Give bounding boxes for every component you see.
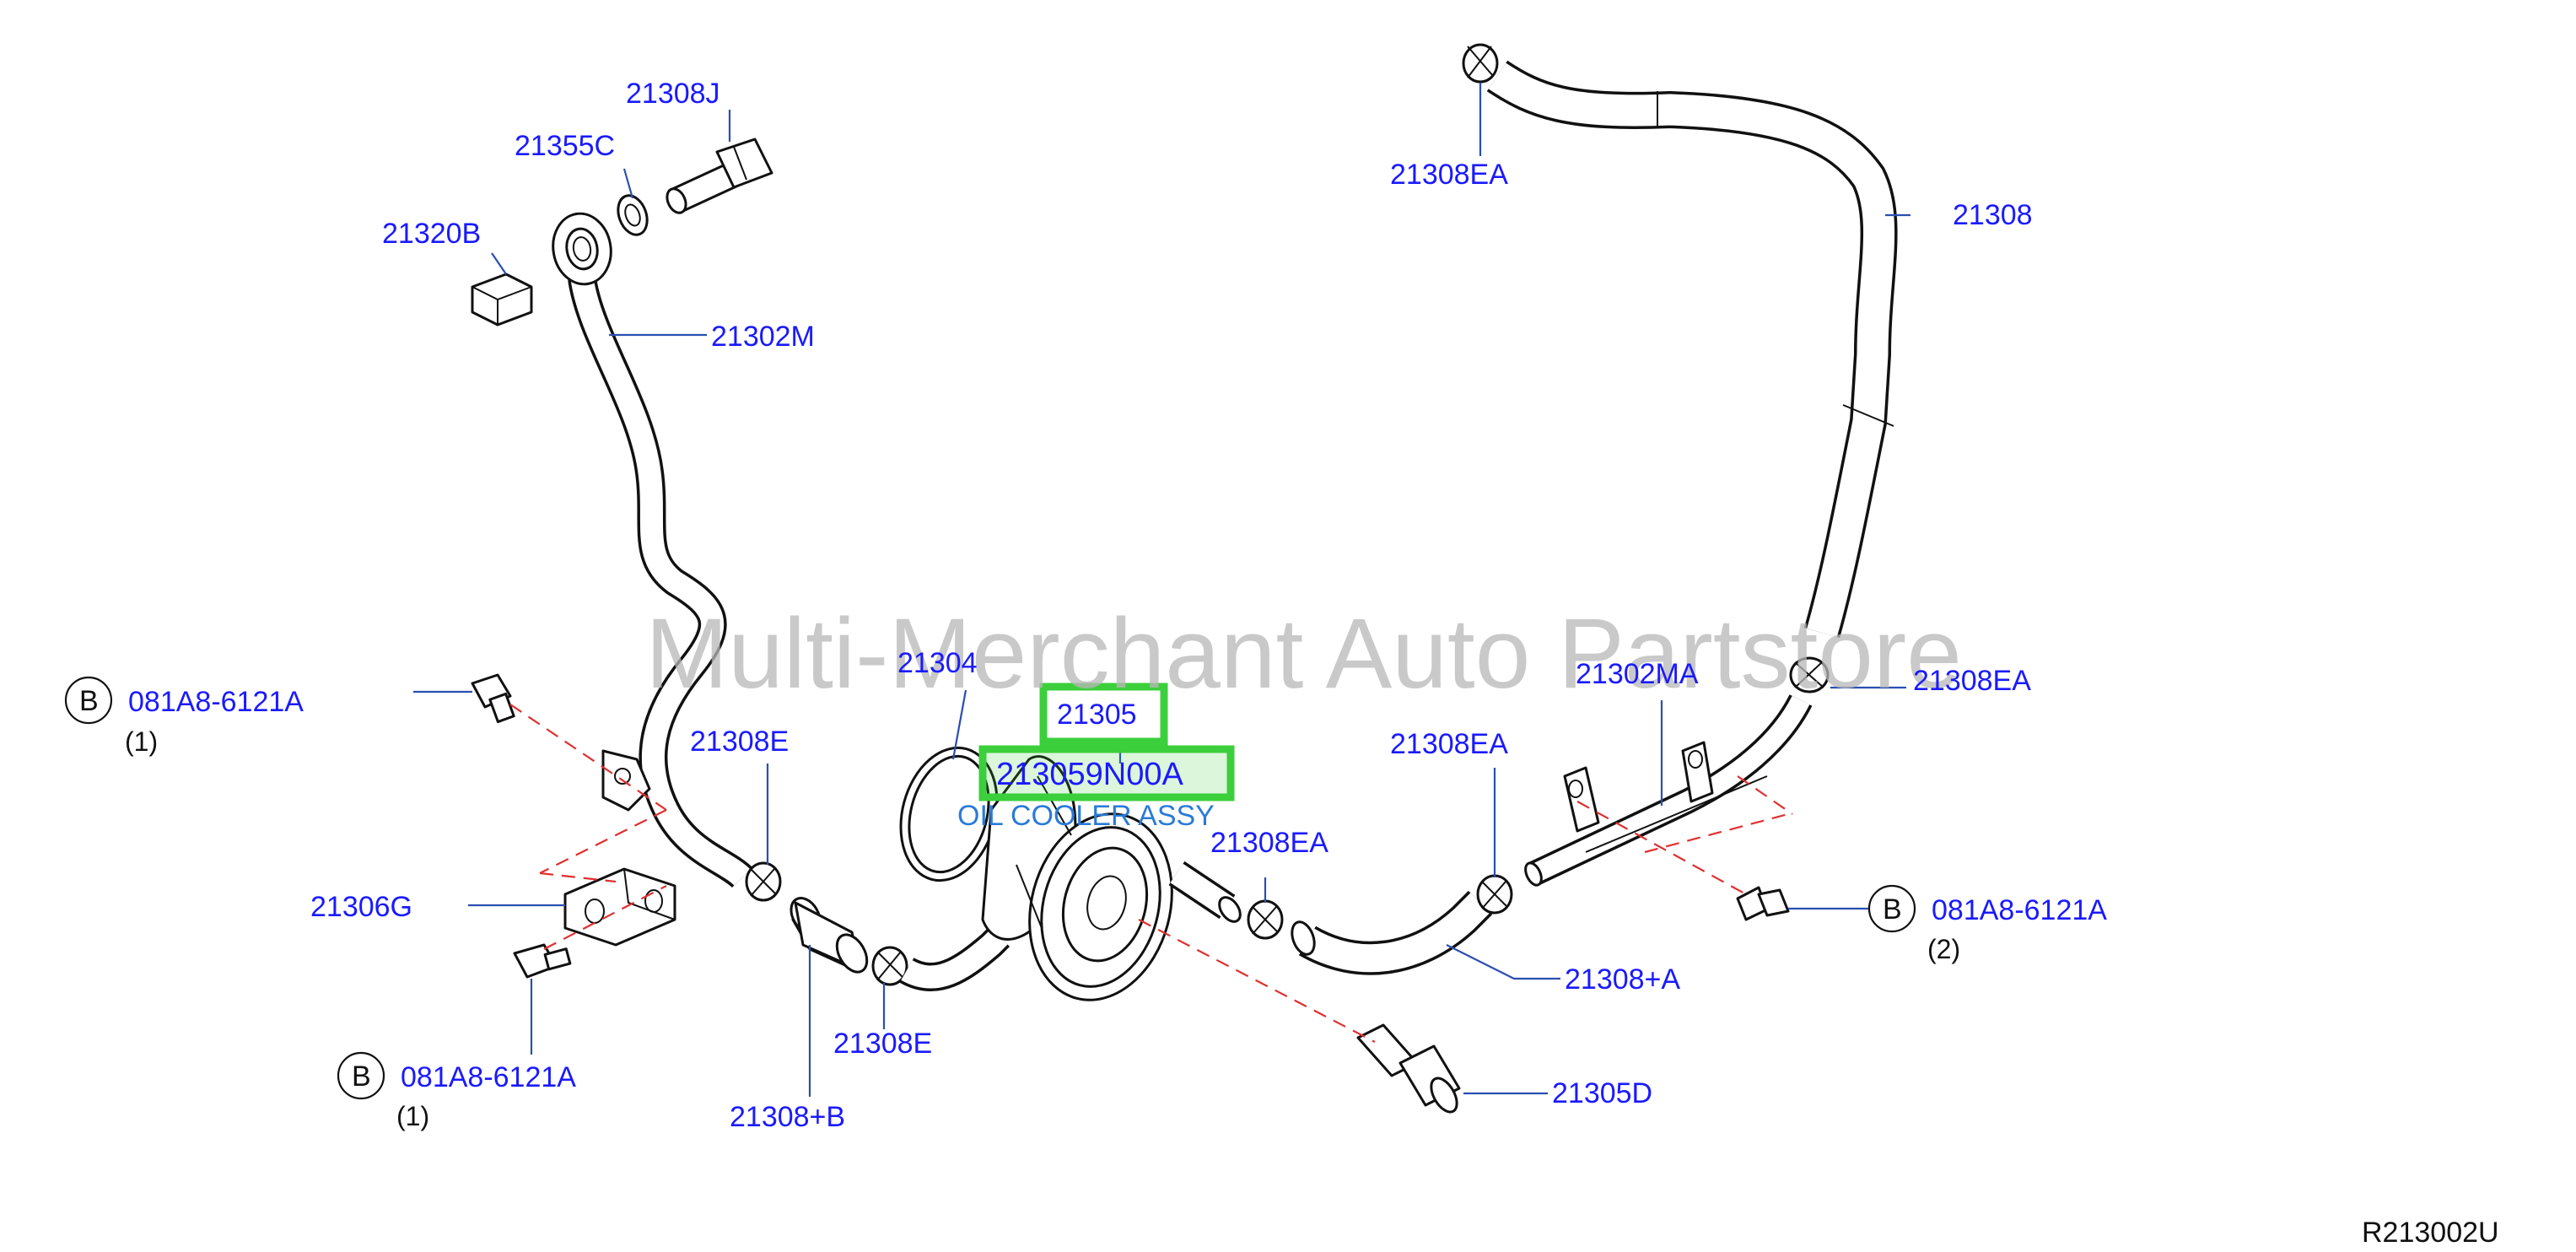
bolt-ref-left-lower[interactable]: B 081A8-6121A (1) [337,1051,576,1131]
callout-21302MA[interactable]: 21302MA [1576,658,1699,690]
oil-cooler-21305[interactable] [981,755,1244,1017]
bracket-21306G[interactable] [563,867,676,947]
bolt-ref-marker-circle [337,1051,385,1100]
washer-21355C[interactable] [613,192,652,239]
bolt-right[interactable] [1736,886,1790,921]
o-ring-21304[interactable] [887,737,1011,891]
callout-21320B[interactable]: 21320B [382,218,481,250]
callout-21302M[interactable]: 21302M [711,321,815,353]
callout-21308E-left[interactable]: 21308E [690,726,789,758]
bolt-ref-qty: (2) [1927,934,1960,964]
clamp-21308EA-top[interactable] [1462,43,1499,84]
highlight-box-part-number [978,745,1235,801]
callout-21304[interactable]: 21304 [897,647,978,679]
bolt-ref-part: 081A8-6121A [1932,894,2107,926]
callout-part-description: OIL COOLER ASSY [957,800,1215,832]
watermark: Multi-Merchant Auto Partstore [645,598,1962,710]
clamp-21308E-bottom[interactable] [871,946,908,986]
hose-21308[interactable] [1486,60,1898,639]
leader-lines [413,83,1910,1097]
bolt-ref-marker-circle [64,676,113,725]
callout-21308plusA[interactable]: 21308+A [1565,963,1680,996]
callout-part-number[interactable]: 213059N00A [996,757,1184,792]
fitting-21305D[interactable] [1356,1023,1462,1116]
bolt-ref-marker: B [352,1060,371,1093]
callout-21306G[interactable]: 21306G [310,891,412,923]
bolt-ref-left-upper[interactable]: B 081A8-6121A (1) [64,676,304,757]
bolt-ref-qty: (1) [125,726,158,757]
bolt-left-lower[interactable] [513,943,572,979]
cooler-outlet-elbow[interactable] [899,926,1010,991]
clamp-21308EA-hose[interactable] [1476,874,1513,915]
bolt-left-upper[interactable] [471,673,515,724]
callout-21308plusB[interactable]: 21308+B [730,1101,845,1133]
callout-21308[interactable]: 21308 [1953,199,2033,231]
connector-21308J[interactable] [664,138,773,216]
callout-21308EA-top[interactable]: 21308EA [1390,159,1508,191]
hose-21308plusB[interactable] [785,893,873,977]
highlight-box-21305 [1039,683,1168,746]
dashed-reference-lines [509,704,1793,1043]
bolt-ref-marker: B [1883,893,1902,926]
bolt-ref-marker: B [79,685,99,717]
hose-21308plusA[interactable] [1288,890,1493,975]
callout-21308EA-mid[interactable]: 21308EA [1390,728,1508,760]
clamp-21308EA-right[interactable] [1789,656,1830,693]
callout-21308E-bottom[interactable]: 21308E [833,1028,932,1060]
callout-21308J[interactable]: 21308J [626,78,720,110]
diagram-code: R213002U [2362,1217,2499,1249]
bolt-ref-part: 081A8-6121A [401,1061,576,1093]
bolt-ref-qty: (1) [396,1101,429,1131]
callout-21355C[interactable]: 21355C [515,130,615,162]
bolt-ref-part: 081A8-6121A [128,686,304,718]
callout-21305[interactable]: 21305 [1057,699,1137,731]
clamp-21308EA-cooler[interactable] [1247,899,1284,940]
clamp-21308E-left[interactable] [745,861,782,902]
bolt-ref-marker-circle [1867,884,1916,933]
bolt-ref-right[interactable]: B 081A8-6121A (2) [1867,884,2107,964]
nut-21320B[interactable] [471,273,533,326]
oil-tube-21302M[interactable] [547,209,753,888]
callout-21305D[interactable]: 21305D [1552,1077,1652,1109]
callout-21308EA-right[interactable]: 21308EA [1913,665,2031,697]
callout-21308EA-cooler[interactable]: 21308EA [1210,827,1328,859]
oil-tube-21302MA[interactable] [1522,693,1813,888]
